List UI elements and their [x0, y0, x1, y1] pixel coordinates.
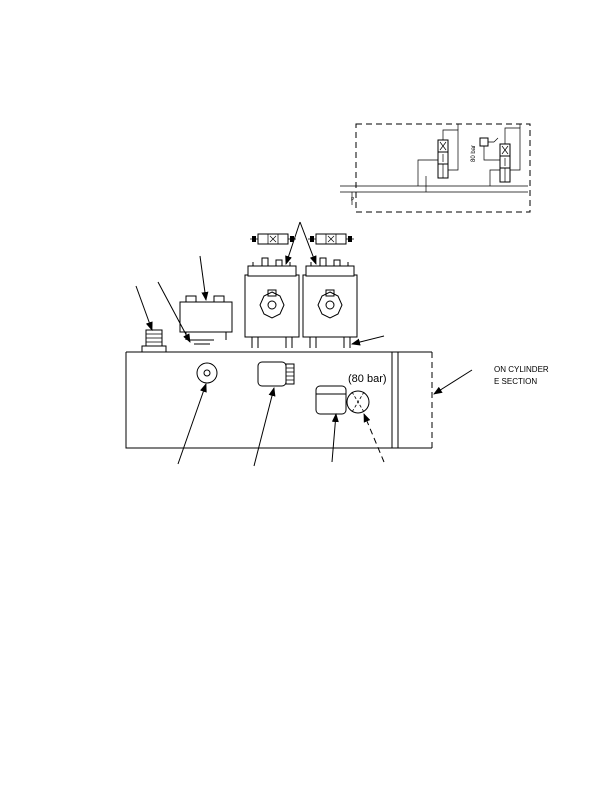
manifold-body: (80 bar)	[125, 351, 433, 449]
relief-valve-adjuster	[346, 390, 370, 414]
spool-symbol-right	[308, 233, 354, 245]
callout-text-line-1: ON CYLINDER	[494, 365, 549, 374]
leader-lines	[135, 221, 473, 467]
leader-cylinder-section	[433, 369, 473, 395]
leader-check-valve	[253, 387, 276, 467]
manifold-port	[196, 362, 218, 384]
schematic-pressure-label: 80 bar	[471, 145, 477, 162]
schematic-relief-valve	[479, 137, 489, 147]
coil-left-terminal	[261, 257, 269, 267]
pressure-block	[179, 295, 233, 345]
coil-left-knob	[259, 291, 285, 319]
leader-port	[177, 383, 207, 465]
spool-symbol-left	[250, 233, 296, 245]
leader-relief-adjuster	[363, 413, 385, 463]
leader-relief-cartridge	[331, 413, 339, 463]
check-valve-cartridge	[257, 361, 287, 387]
leader-pressure-block	[199, 255, 209, 301]
leader-block-plate	[157, 281, 191, 343]
leader-coil-right	[299, 221, 317, 265]
coil-right-knob	[317, 291, 343, 319]
leader-coil-pins	[351, 335, 385, 346]
solenoid-coil-left	[244, 257, 300, 348]
hydraulic-schematic: P 80 bar	[340, 123, 531, 213]
callout-text-line-2: E SECTION	[494, 377, 537, 386]
leader-coil-left	[285, 221, 301, 265]
relief-valve-cartridge	[315, 385, 347, 415]
schematic-port-label: P	[351, 197, 355, 203]
pressure-setting-label: (80 bar)	[348, 373, 387, 385]
fitting-left	[141, 329, 167, 353]
solenoid-coil-right	[302, 257, 358, 348]
coil-right-terminal	[319, 257, 327, 267]
schematic-frame	[355, 123, 531, 213]
leader-fitting	[135, 285, 153, 331]
